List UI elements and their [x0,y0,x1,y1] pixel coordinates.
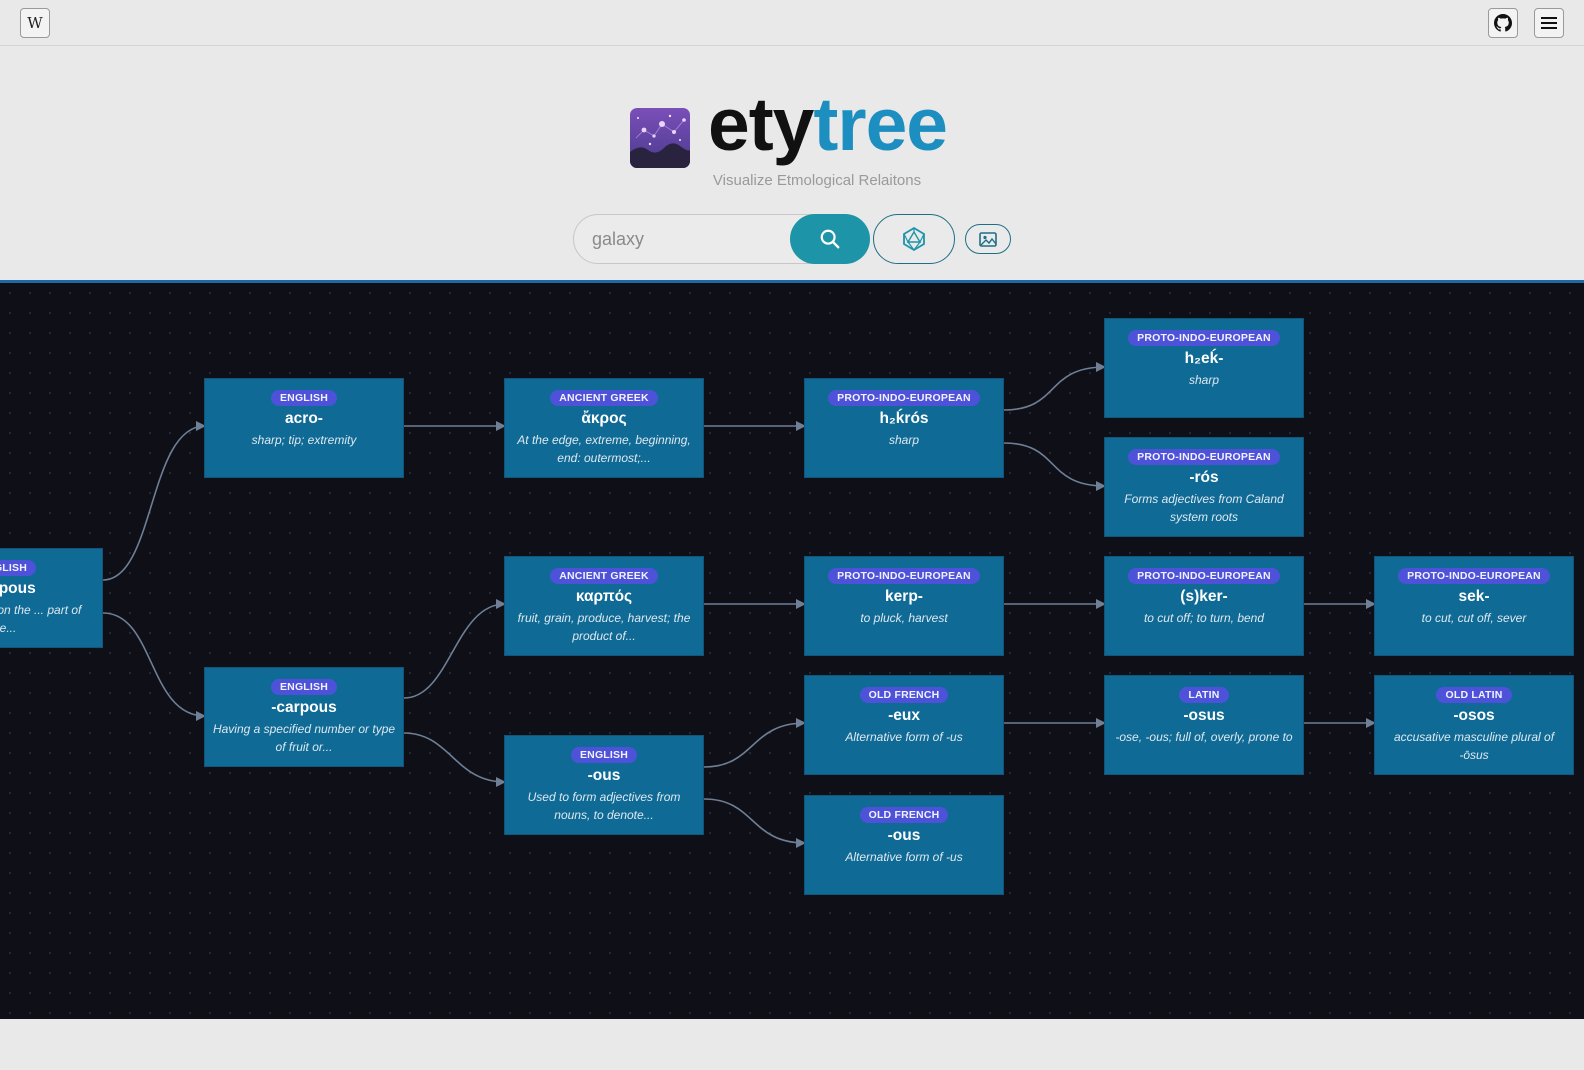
language-badge: ANCIENT GREEK [550,390,658,406]
dice-icon [903,226,925,252]
language-badge: OLD LATIN [1436,687,1512,703]
node-definition: sharp; tip; extremity [251,433,357,447]
node-word: sek- [1458,588,1490,605]
word-node[interactable]: ENGLISH -ous Used to form adjectives fro… [504,735,704,835]
tagline: Visualize Etmological Relaitons [712,172,922,189]
language-badge: PROTO-INDO-EUROPEAN [828,390,980,406]
search-bar [573,214,870,264]
language-badge: ANCIENT GREEK [550,568,658,584]
graph-edges [102,362,1376,848]
export-image-button[interactable] [965,224,1011,254]
footer [0,1019,1584,1070]
github-icon [1494,14,1512,32]
node-definition: fruit, grain, produce, harvest; the prod… [517,611,691,643]
node-word: -carpous [271,699,337,716]
node-definition: Used to form adjectives from nouns, to d… [527,790,681,822]
node-word: h₂eḱ- [1184,350,1224,367]
node-word: -osos [1453,707,1495,724]
node-definition: -ose, -ous; full of, overly, prone to [1115,730,1293,744]
language-badge: PROTO-INDO-EUROPEAN [1128,568,1280,584]
edge [1003,362,1106,411]
node-word: -ous [587,767,621,784]
node-word: kerp- [885,588,923,605]
language-badge: ENGLISH [570,747,638,763]
language-badge: PROTO-INDO-EUROPEAN [828,568,980,584]
word-node[interactable]: ANCIENT GREEK ἄκρος At the edge, extreme… [504,378,704,478]
word-node[interactable]: ANCIENT GREEK καρπός fruit, grain, produ… [504,556,704,656]
word-node[interactable]: ENGLISH -carpous Having a specified numb… [204,667,404,767]
search-icon [820,229,840,249]
word-node[interactable]: OLD FRENCH -ous Alternative form of -us [804,795,1004,895]
node-definition: accusative masculine plural of -ōsus [1393,730,1555,762]
node-definition: Alternative form of -us [845,730,963,744]
node-definition: to cut, cut off, sever [1421,611,1527,625]
etymology-graph[interactable]: ENGLISH -carpous archegonium on the ... … [0,280,1584,1019]
search-input[interactable] [592,229,782,250]
node-definition: sharp [888,433,920,447]
node-definition: archegonium on the ... part of the... [0,603,82,635]
language-badge: OLD FRENCH [859,807,949,823]
word-node[interactable]: PROTO-INDO-EUROPEAN sek- to cut, cut off… [1374,556,1574,656]
word-node[interactable]: PROTO-INDO-EUROPEAN (s)ker- to cut off; … [1104,556,1304,656]
language-badge: ENGLISH [270,390,338,406]
top-bar: W [0,0,1584,46]
node-word: -rós [1189,469,1219,486]
node-word: ἄκρος [581,410,627,427]
node-definition: sharp [1188,373,1220,387]
github-button[interactable] [1488,8,1518,38]
word-node[interactable]: OLD LATIN -osos accusative masculine plu… [1374,675,1574,775]
node-word: (s)ker- [1180,588,1228,605]
wikipedia-button[interactable]: W [20,8,50,38]
language-badge: ENGLISH [270,679,338,695]
node-definition: Having a specified number or type of fru… [212,722,396,754]
edge [403,732,506,787]
word-node[interactable]: PROTO-INDO-EUROPEAN -rós Forms adjective… [1104,437,1304,537]
edge [703,718,806,768]
edge [102,421,206,581]
wikipedia-icon: W [27,14,43,32]
node-definition: to cut off; to turn, bend [1143,611,1265,625]
search-button[interactable] [790,214,870,264]
edge [102,612,206,721]
language-badge: OLD FRENCH [859,687,949,703]
random-word-button[interactable] [873,214,955,264]
node-word: καρπός [575,588,633,605]
node-definition: At the edge, extreme, beginning, end: ou… [517,433,691,465]
edge [403,599,506,699]
language-badge: PROTO-INDO-EUROPEAN [1128,449,1280,465]
node-word: -ous [887,827,921,844]
edge [1003,442,1106,491]
header: etytree Visualize Etmological Relaitons [0,46,1584,280]
node-word: acro- [285,410,323,427]
word-node[interactable]: OLD FRENCH -eux Alternative form of -us [804,675,1004,775]
brand-name-part2: tree [813,82,948,166]
image-icon [979,231,997,247]
word-node[interactable]: ENGLISH -carpous archegonium on the ... … [0,548,103,648]
menu-button[interactable] [1534,8,1564,38]
word-node[interactable]: PROTO-INDO-EUROPEAN kerp- to pluck, harv… [804,556,1004,656]
brand-title: etytree [708,74,948,174]
word-node[interactable]: ENGLISH acro- sharp; tip; extremity [204,378,404,478]
language-badge: PROTO-INDO-EUROPEAN [1398,568,1550,584]
language-badge: PROTO-INDO-EUROPEAN [1128,330,1280,346]
word-node[interactable]: PROTO-INDO-EUROPEAN h₂eḱ- sharp [1104,318,1304,418]
etytree-logo [630,108,690,168]
edge [703,798,806,848]
node-definition: Alternative form of -us [845,850,963,864]
hamburger-icon [1541,17,1557,29]
node-definition: Forms adjectives from Caland system root… [1124,492,1284,524]
node-definition: to pluck, harvest [860,611,948,625]
node-word: h₂ḱrós [879,410,929,427]
language-badge: LATIN [1179,687,1229,703]
node-word: -osus [1183,707,1225,724]
brand-name-part1: ety [708,82,814,166]
word-node[interactable]: LATIN -osus -ose, -ous; full of, overly,… [1104,675,1304,775]
node-word: -carpous [0,580,36,597]
language-badge: ENGLISH [0,560,37,576]
word-node[interactable]: PROTO-INDO-EUROPEAN h₂ḱrós sharp [804,378,1004,478]
node-word: -eux [888,707,920,724]
